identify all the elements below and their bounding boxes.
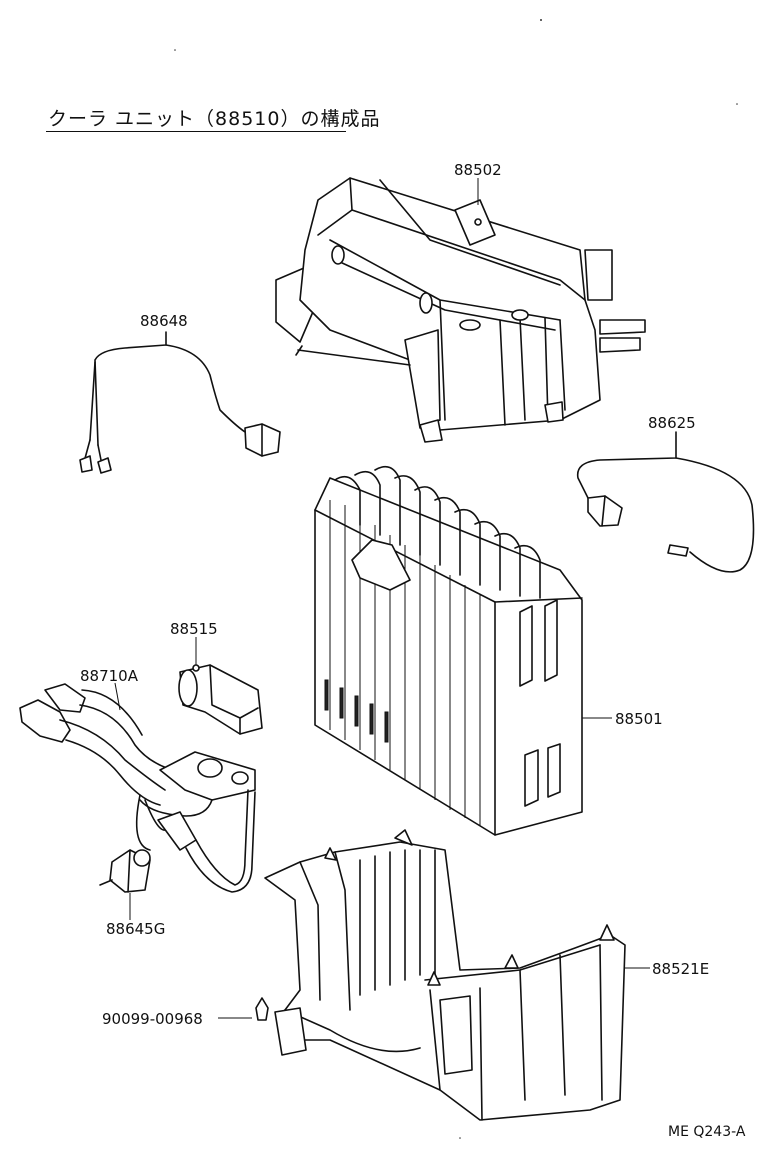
wire-harness-part-88648 [79, 331, 281, 474]
label-88501: 88501 [615, 710, 663, 728]
label-88710A: 88710A [80, 667, 138, 685]
leader-88710A [114, 682, 121, 711]
label-88502: 88502 [454, 161, 502, 179]
label-88648: 88648 [140, 312, 188, 330]
thermistor-part-88515 [178, 664, 263, 735]
figure-code: ME Q243-A [668, 1124, 746, 1140]
label-90099-00968: 90099-00968 [102, 1010, 203, 1028]
diagram-title: クーラ ユニット（88510）の構成品 [48, 108, 381, 130]
label-88515: 88515 [170, 620, 218, 638]
pressure-switch-part-88645G [99, 849, 151, 893]
label-88625: 88625 [648, 414, 696, 432]
evaporator-core-part-88501 [314, 465, 583, 836]
clip-part-90099-00968 [255, 997, 269, 1021]
label-88645G: 88645G [106, 920, 166, 938]
title-underline [46, 131, 346, 132]
lower-case-part-88521E [264, 829, 626, 1121]
upper-case-part-88502 [275, 177, 646, 443]
wire-harness-part-88625 [576, 431, 755, 573]
tube-assembly-part-88710A [19, 683, 256, 893]
scan-specks [174, 19, 738, 1139]
label-88521E: 88521E [652, 960, 710, 978]
